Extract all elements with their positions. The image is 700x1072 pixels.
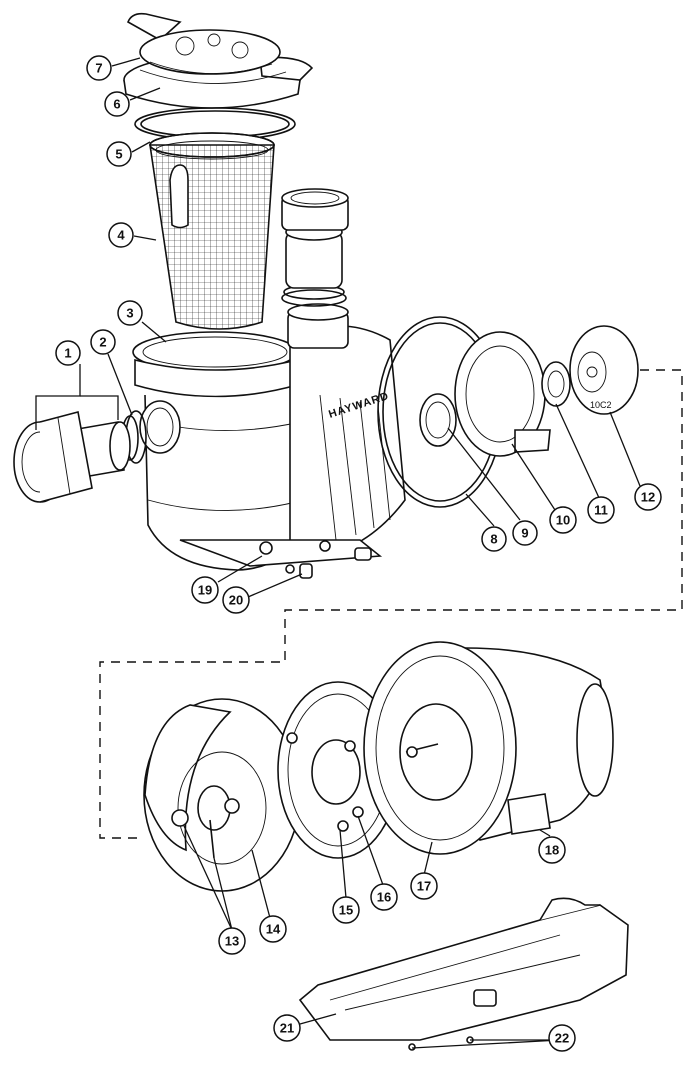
callout-13: 13	[218, 927, 246, 955]
callout-5: 5	[106, 141, 132, 167]
impeller-mark: 10C2	[590, 400, 612, 410]
callout-16-label: 16	[377, 890, 391, 905]
callout-1-label: 1	[64, 346, 71, 361]
callout-bubbles: 1 2 3 4 5 6 7 8	[55, 55, 662, 1052]
callout-2: 2	[90, 329, 116, 355]
callout-18: 18	[538, 836, 566, 864]
callout-22-label: 22	[555, 1031, 569, 1046]
callout-13-label: 13	[225, 934, 239, 949]
callout-21-label: 21	[280, 1021, 294, 1036]
callout-18-label: 18	[545, 843, 559, 858]
callout-10-label: 10	[556, 513, 570, 528]
callout-21: 21	[273, 1014, 301, 1042]
callout-14-label: 14	[266, 922, 281, 937]
callout-3-label: 3	[126, 306, 133, 321]
discharge-port	[281, 188, 349, 349]
strainer-basket	[149, 132, 275, 330]
callout-17-label: 17	[417, 879, 431, 894]
callout-17: 17	[410, 872, 438, 900]
strainer-cover	[123, 12, 314, 109]
callout-8: 8	[481, 526, 507, 552]
callout-4: 4	[108, 222, 134, 248]
suction-union	[13, 400, 181, 503]
callout-11: 11	[587, 496, 615, 524]
pump-body: HAYWARD	[179, 325, 406, 567]
callout-5-label: 5	[115, 147, 122, 162]
callout-2-label: 2	[99, 335, 106, 350]
callout-15-label: 15	[339, 903, 353, 918]
callout-22: 22	[548, 1024, 576, 1052]
callout-20: 20	[222, 586, 250, 614]
callout-7-label: 7	[95, 61, 102, 76]
seal-plate-assembly: 10C2	[377, 316, 639, 508]
callout-11-label: 11	[594, 503, 608, 518]
callout-16: 16	[370, 883, 398, 911]
callout-4-label: 4	[117, 228, 125, 243]
callout-9: 9	[512, 520, 538, 546]
callout-6: 6	[104, 91, 130, 117]
callout-1: 1	[55, 340, 81, 366]
callout-10: 10	[549, 506, 577, 534]
callout-8-label: 8	[490, 532, 497, 547]
housing-cover	[143, 698, 301, 892]
callout-6-label: 6	[113, 97, 120, 112]
callout-19: 19	[191, 576, 219, 604]
callout-3: 3	[117, 300, 143, 326]
leader-lines	[35, 57, 641, 1049]
callout-9-label: 9	[521, 526, 528, 541]
callout-15: 15	[332, 896, 360, 924]
callout-12: 12	[634, 483, 662, 511]
motor-assembly	[363, 641, 614, 855]
callout-14: 14	[259, 915, 287, 943]
callout-20-label: 20	[229, 593, 243, 608]
pump-base	[298, 897, 629, 1051]
drain-plugs	[259, 540, 372, 579]
assembly-dashed-link	[99, 369, 683, 839]
callout-19-label: 19	[198, 583, 212, 598]
callout-7: 7	[86, 55, 112, 81]
callout-12-label: 12	[641, 490, 655, 505]
